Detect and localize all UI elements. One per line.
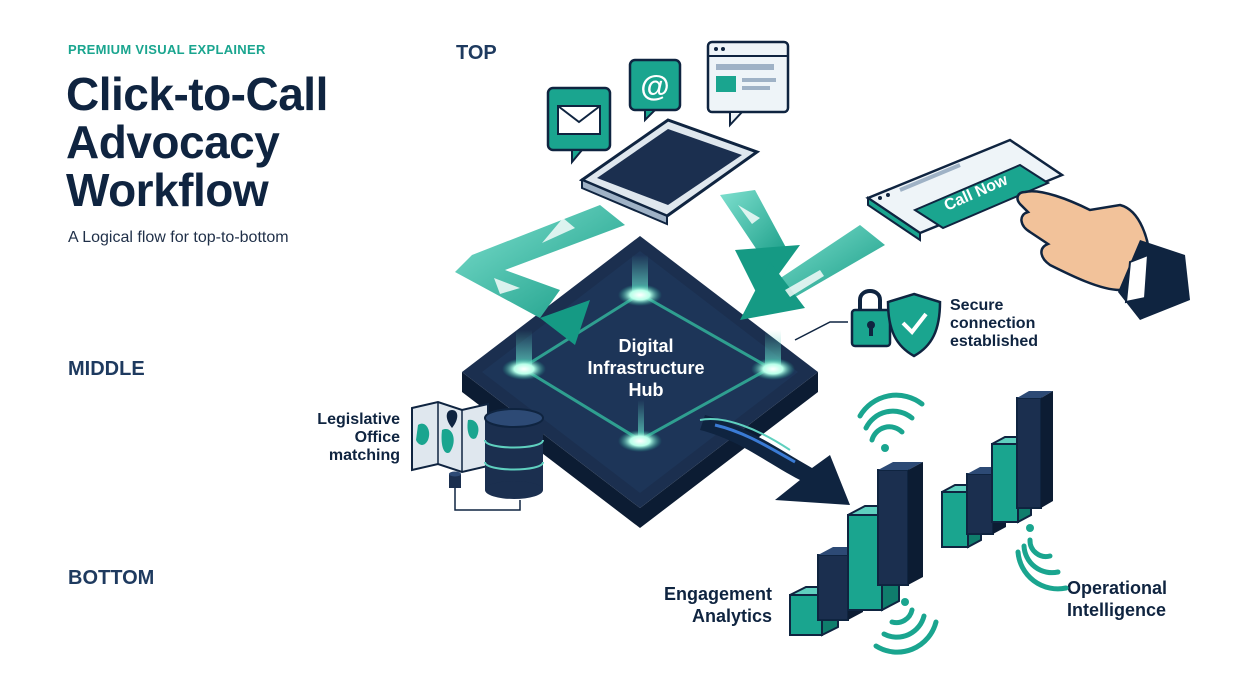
webpage-icon [708,42,788,125]
database-icon [485,409,543,499]
shield-check-icon [888,294,940,356]
hub-node-left [502,358,546,380]
engagement-bar-4 [878,462,923,585]
legislative-label-line-1: Legislative [317,411,400,428]
hub-label-line-3: Hub [629,380,664,400]
small-database-icon [449,472,461,489]
hub-node-right [751,358,795,380]
wifi-signal-icon [860,395,922,452]
secure-label-line-2: connection [950,315,1035,332]
operational-label-line-2: Intelligence [1067,600,1166,620]
operational-bar-4 [1017,391,1053,508]
wifi-signal-icon [1018,524,1066,589]
engagement-label-line-2: Analytics [692,606,772,626]
secure-connection-callout: Secure connection established [795,291,1038,356]
hub-node-bottom [618,430,662,452]
hub-node-top [618,284,662,306]
at-sign-icon: @ [630,60,680,120]
legislative-callout: Legislative Office matching [317,402,543,510]
map-icon [412,402,488,472]
hub-label-line-1: Digital [618,336,673,356]
legislative-label-line-2: Office [355,429,400,446]
pointing-hand-icon [1018,191,1190,320]
engagement-label-line-1: Engagement [664,584,772,604]
svg-text:@: @ [640,70,669,103]
secure-label-line-1: Secure [950,297,1003,314]
secure-label-line-3: established [950,333,1038,350]
envelope-icon [548,88,610,162]
padlock-icon [852,291,890,346]
operational-label-line-1: Operational [1067,578,1167,598]
legislative-label-line-3: matching [329,447,400,464]
operational-bars [942,391,1053,547]
hub-label-line-2: Infrastructure [587,358,704,378]
